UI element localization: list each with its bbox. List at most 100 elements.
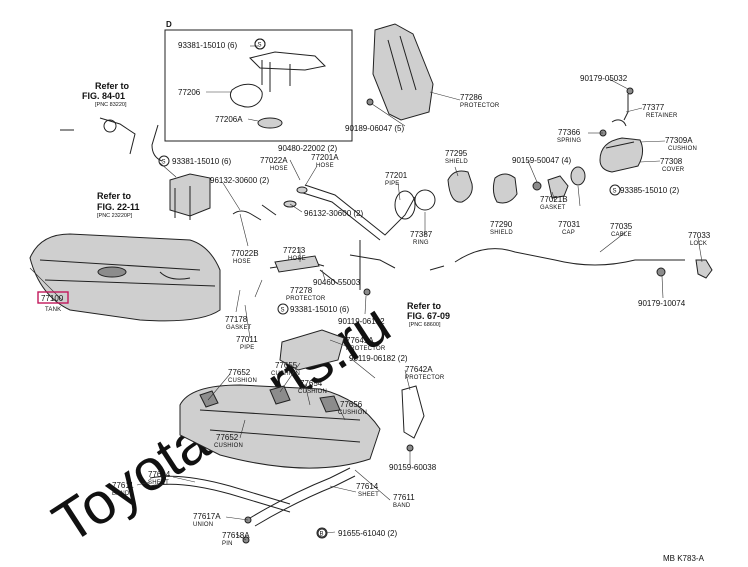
ref-fig-22-11[interactable]: Refer to FIG. 22-11 [PNC 23220P]: [97, 191, 140, 219]
footer-code: MB K783-A: [663, 554, 705, 563]
svg-text:77021B: 77021B: [540, 195, 568, 204]
svg-text:HOSE: HOSE: [316, 163, 334, 169]
svg-text:RETAINER: RETAINER: [646, 113, 678, 119]
callout-93381-15010-c[interactable]: 93381-15010 (6): [290, 305, 349, 314]
svg-text:LOCK: LOCK: [690, 241, 707, 247]
ref-fig[interactable]: FIG. 22-11: [97, 202, 140, 212]
svg-text:COVER: COVER: [662, 167, 685, 173]
svg-text:77655: 77655: [275, 361, 298, 370]
svg-text:77201A: 77201A: [311, 153, 339, 162]
ref-fig[interactable]: FIG. 84-01: [82, 91, 125, 101]
callout-93381-15010-a[interactable]: 93381-15010 (6): [178, 41, 237, 50]
svg-text:77308: 77308: [660, 157, 683, 166]
svg-text:90159-60038: 90159-60038: [389, 463, 437, 472]
svg-text:90179-10074: 90179-10074: [638, 299, 686, 308]
ref-pnc: [PNC 83220]: [95, 102, 127, 108]
svg-text:UNION: UNION: [193, 522, 213, 528]
svg-text:S: S: [613, 189, 617, 195]
hoses-and-clamps: [232, 186, 339, 285]
svg-text:93381-15010 (6): 93381-15010 (6): [172, 157, 231, 166]
callout-77206[interactable]: 77206: [178, 88, 201, 97]
svg-text:PIN: PIN: [222, 541, 233, 547]
svg-text:PROTECTOR: PROTECTOR: [405, 375, 445, 381]
svg-text:77652: 77652: [216, 433, 239, 442]
ref-fig-84-01[interactable]: Refer to FIG. 84-01 [PNC 83220]: [82, 81, 130, 108]
highlight-box: [37, 291, 69, 304]
svg-text:CUSHION: CUSHION: [271, 371, 300, 377]
svg-text:93385-15010 (2): 93385-15010 (2): [620, 186, 679, 195]
callout-96132-30600-a[interactable]: 96132-30600 (2): [210, 176, 269, 185]
svg-text:PIPE: PIPE: [385, 181, 399, 187]
callout-90460-55003[interactable]: 90460-55003: [313, 278, 361, 287]
callout-90159-60038[interactable]: 90159-60038: [389, 463, 437, 472]
callout-90179-10074[interactable]: 90179-10074: [638, 299, 686, 308]
callout-90189-06047[interactable]: 90189-06047 (5): [345, 124, 404, 133]
svg-text:GASKET: GASKET: [226, 325, 252, 331]
callout-91655-61040[interactable]: 91655-61040 (2): [338, 529, 397, 538]
svg-text:77035: 77035: [610, 222, 633, 231]
svg-text:SPRING: SPRING: [557, 138, 581, 144]
callout-77206a[interactable]: 77206A: [215, 115, 243, 124]
svg-text:GASKET: GASKET: [540, 205, 566, 211]
svg-text:90119-06182 (2): 90119-06182 (2): [349, 354, 408, 363]
svg-text:91655-61040 (2): 91655-61040 (2): [338, 529, 397, 538]
svg-text:CUSHION: CUSHION: [338, 410, 367, 416]
svg-text:77642A: 77642A: [405, 365, 433, 374]
callout-90119-06182-b[interactable]: 90119-06182 (2): [349, 354, 408, 363]
svg-text:CUSHION: CUSHION: [668, 146, 697, 152]
callout-93385-15010[interactable]: 93385-15010 (2): [620, 186, 679, 195]
ref-fig[interactable]: FIG. 67-09: [407, 311, 450, 321]
svg-text:77618A: 77618A: [222, 531, 250, 540]
svg-text:BAND: BAND: [112, 491, 130, 497]
svg-text:96132-30600 (2): 96132-30600 (2): [210, 176, 269, 185]
callout-90179-05032[interactable]: 90179-05032: [580, 74, 628, 83]
callout-90119-06182-a[interactable]: 90119-06182: [338, 317, 385, 326]
callout-96132-30600-b[interactable]: 96132-30600 (2): [304, 209, 363, 218]
ref-fig-67-09[interactable]: Refer to FIG. 67-09 [PNC 68600]: [407, 301, 450, 328]
svg-text:90119-06182: 90119-06182: [338, 317, 385, 326]
svg-text:93381-15010 (6): 93381-15010 (6): [178, 41, 237, 50]
svg-text:PROTECTOR: PROTECTOR: [286, 296, 326, 302]
svg-text:CUSHION: CUSHION: [228, 378, 257, 384]
callout-93381-15010-b[interactable]: 93381-15010 (6): [172, 157, 231, 166]
callout-90480-22002[interactable]: 90480-22002 (2): [278, 144, 337, 153]
callout-90159-50047[interactable]: 90159-50047 (4): [512, 156, 571, 165]
svg-text:77614: 77614: [148, 470, 171, 479]
svg-text:77617A: 77617A: [193, 512, 221, 521]
svg-text:77022A: 77022A: [260, 156, 288, 165]
